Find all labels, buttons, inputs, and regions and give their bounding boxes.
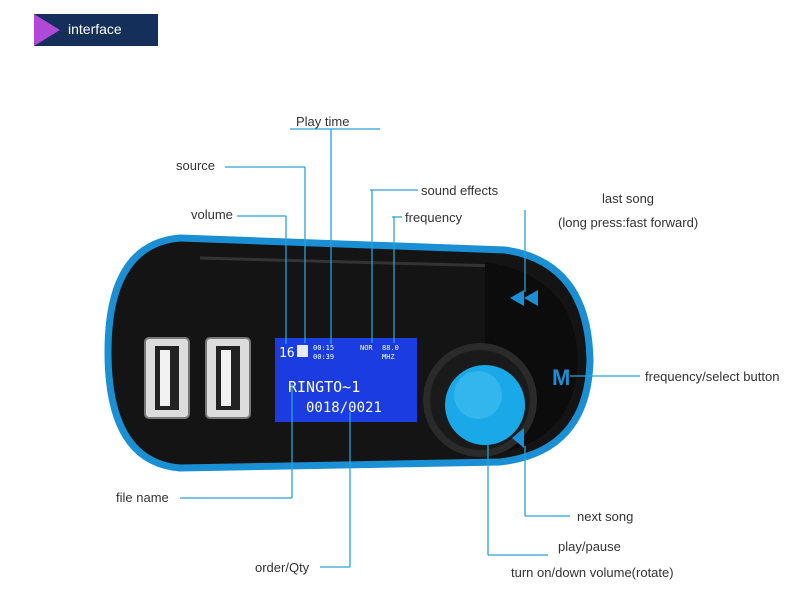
prev-icon: [510, 290, 524, 306]
header-arrow-icon: [34, 14, 60, 46]
label-frequency: frequency: [405, 210, 463, 225]
lcd-time-bottom: 00:39: [313, 353, 334, 361]
knob-highlight: [454, 371, 502, 419]
last-song-button[interactable]: [510, 290, 538, 306]
label-file-name: file name: [116, 490, 169, 505]
leader-lines: [180, 128, 640, 568]
usb-port-right: [205, 337, 251, 419]
label-volume: volume: [191, 207, 233, 222]
label-turn-on: turn on/down volume(rotate): [511, 565, 674, 580]
header-tab: interface: [34, 14, 158, 46]
lcd-effect: NOR: [360, 344, 373, 352]
label-order-qty: order/Qty: [255, 560, 310, 575]
device-top-ridge: [199, 256, 501, 268]
lcd-order: 0018/0021: [306, 400, 382, 416]
label-sound-effects: sound effects: [421, 183, 499, 198]
label-last-song-long: (long press:fast forward): [558, 215, 699, 230]
lcd-freq-unit: MHZ: [382, 353, 395, 361]
lcd-volume: 16: [279, 346, 295, 361]
label-play-pause: play/pause: [558, 539, 621, 554]
next-song-button[interactable]: [512, 428, 524, 448]
label-last-song: last song: [602, 191, 655, 206]
label-play-time: Play time: [296, 114, 350, 129]
usb-port-left: [144, 337, 190, 419]
next-icon: [512, 428, 524, 448]
label-next-song: next song: [577, 509, 634, 524]
lcd-freq: 88.0: [382, 344, 399, 352]
prev-icon-2: [524, 290, 538, 306]
header-title: interface: [68, 21, 122, 37]
m-button-icon[interactable]: M: [552, 365, 570, 390]
label-source: source: [176, 158, 216, 173]
lcd-source-icon: [297, 345, 308, 357]
lcd-time-top: 00:15: [313, 344, 334, 352]
label-freq-select: frequency/select button: [645, 369, 780, 384]
lcd-file-name: RINGTO~1: [288, 378, 360, 396]
